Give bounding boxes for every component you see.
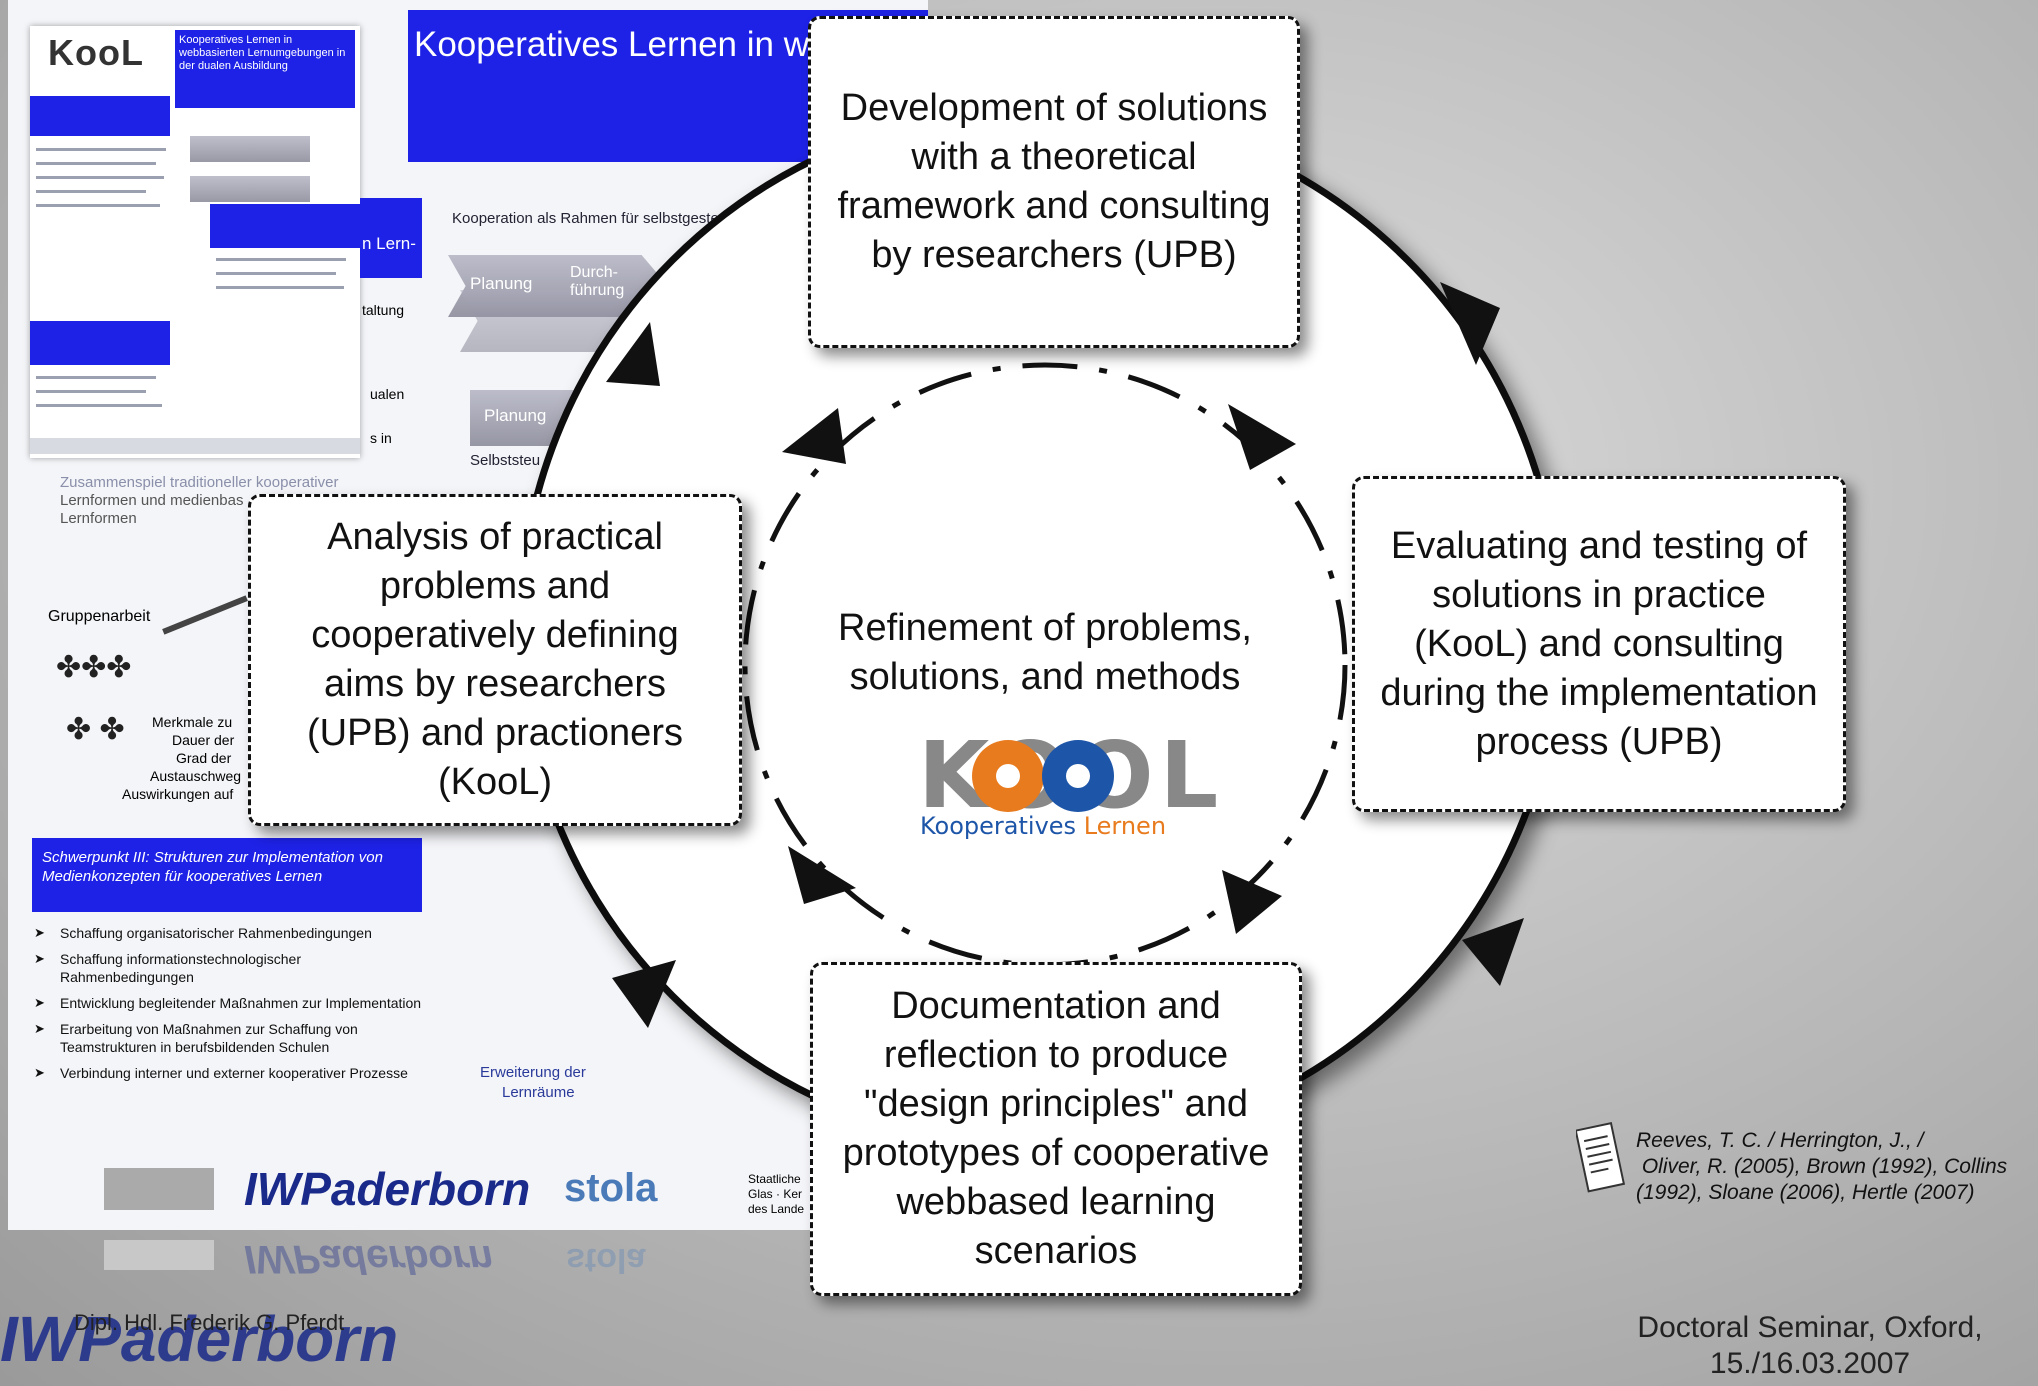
thumbnail-text-line	[36, 204, 160, 207]
inner-arrowhead-top-right	[1228, 404, 1296, 470]
thumbnail-blue-bar	[30, 321, 170, 365]
poster-thumbnail: KooL Kooperatives Lernen in webbasierten…	[30, 26, 360, 458]
chevron-label-durchfuehrung: Durch- führung	[570, 264, 625, 299]
presenter-name: Dipl. Hdl. Frederik G. Pferdt	[74, 1310, 345, 1335]
box-top-development: Development of solutions with a theoreti…	[808, 16, 1300, 348]
outer-arrowhead-bottom-left	[612, 960, 676, 1028]
stola-logo: stola	[564, 1166, 658, 1210]
list-item: Schaffung informationstechnologischer Ra…	[34, 950, 434, 986]
list-item: Schaffung organisatorischer Rahmenbeding…	[34, 924, 434, 942]
chevron-label-planung: Planung	[470, 274, 533, 293]
merkmale-text: Merkmale zu	[152, 714, 233, 730]
staat-text-3: des Lande	[748, 1202, 805, 1216]
staat-text-2: Glas · Ker	[748, 1187, 803, 1201]
thumbnail-header: Kooperatives Lernen in webbasierten Lern…	[175, 30, 355, 108]
list-item: Verbindung interner und externer koopera…	[34, 1064, 434, 1082]
erweiterung-text-2: Lernräume	[502, 1084, 575, 1101]
list-item: Erarbeitung von Maßnahmen zur Schaffung …	[34, 1020, 434, 1056]
thumbnail-text-line	[36, 404, 162, 407]
outer-arrowhead-bottom-right	[1462, 918, 1524, 986]
center-refinement-text: Refinement of problems, solutions, and m…	[838, 607, 1252, 698]
thumbnail-chevron	[190, 136, 310, 162]
lernformen-text-2: Lernformen	[60, 510, 137, 527]
people-icon: ✤ ✤	[66, 713, 125, 746]
kool-sub-kooperatives: Kooperatives	[920, 812, 1077, 840]
box-right-evaluating: Evaluating and testing of solutions in p…	[1352, 476, 1846, 812]
thumbnail-chevron	[190, 176, 310, 202]
thumbnail-text-line	[216, 272, 336, 275]
austausch-text: Austauschweg	[150, 768, 242, 784]
fragment-lern: n Lern-	[362, 234, 416, 253]
list-item: Entwicklung begleitender Maßnahmen zur I…	[34, 994, 434, 1012]
iwp-paderborn-logo: IWPaderborn	[244, 1163, 531, 1215]
blue-bar-fragment	[360, 198, 422, 278]
selbststeuerung-fragment: Selbststeu	[470, 452, 541, 469]
thumbnail-text-line	[36, 148, 166, 151]
inner-arrowhead-bottom-left	[788, 846, 856, 904]
thumbnail-text-line	[216, 286, 344, 289]
blue-flower-center	[1066, 764, 1090, 788]
box-left-analysis: Analysis of practical problems and coope…	[248, 494, 742, 826]
fragment-gestaltung: taltung	[362, 302, 405, 318]
chevron-label-planung-lower: Planung	[484, 406, 547, 425]
outer-arrowhead-top-left	[606, 322, 660, 386]
thumbnail-blue-bar	[210, 204, 360, 248]
zusammenspiel-text: Zusammenspiel traditioneller kooperative…	[60, 474, 339, 491]
thumbnail-logo: KooL	[48, 32, 144, 73]
orange-flower-center	[996, 764, 1020, 788]
kool-sub-lernen: Lernen	[1083, 812, 1167, 840]
inner-arrowhead-bottom-right	[1222, 870, 1282, 934]
reference-line: Reeves, T. C. / Herrington, J., /	[1636, 1129, 1924, 1152]
thumbnail-text-line	[36, 190, 146, 193]
gruppenarbeit-label: Gruppenarbeit	[48, 608, 151, 625]
thumbnail-footer-logos	[30, 438, 360, 454]
kool-logo: KOOL Kooperatives Lernen	[918, 730, 1218, 841]
outer-arrowhead-top-right	[1440, 282, 1500, 365]
reference-line: Oliver, R. (2005), Brown (1992), Collins	[1636, 1155, 2008, 1178]
lernformen-text-1: Lernformen und medienbas	[60, 492, 244, 509]
references-text: Reeves, T. C. / Herrington, J., / Oliver…	[1636, 1128, 2007, 1206]
fragment-dualen: ualen	[370, 386, 405, 402]
thumbnail-text-line	[36, 376, 156, 379]
iwp-corner-logo: IWPaderborn	[0, 1303, 399, 1375]
seminar-line-2: 15./16.03.2007	[1709, 1347, 1911, 1380]
schwerpunkt-3-box: Schwerpunkt III: Strukturen zur Implemen…	[32, 838, 422, 912]
erweiterung-text-1: Erweiterung der	[480, 1064, 586, 1081]
thumbnail-text-line	[36, 176, 164, 179]
seminar-info: Doctoral Seminar, Oxford, 15./16.03.2007	[1590, 1310, 2030, 1382]
ministry-logo-reflection	[104, 1240, 214, 1270]
seminar-line-1: Doctoral Seminar, Oxford,	[1637, 1311, 1983, 1344]
staat-text-1: Staatliche	[748, 1172, 801, 1186]
inner-arrowhead-top-left	[782, 408, 846, 464]
people-icon: ✤✤✤	[56, 651, 132, 684]
grad-text: Grad der	[176, 750, 232, 766]
reference-line: (1992), Sloane (2006), Hertle (2007)	[1636, 1181, 1975, 1204]
thumbnail-blue-bar	[30, 96, 170, 136]
thumbnail-text-line	[36, 390, 146, 393]
fragment-in: s in	[370, 430, 392, 446]
auswirkungen-text: Auswirkungen auf	[122, 786, 234, 802]
box-bottom-documentation: Documentation and reflection to produce …	[810, 962, 1302, 1296]
kool-logo-subtitle: Kooperatives Lernen	[920, 812, 1166, 840]
kool-logo-emblems	[972, 740, 1114, 812]
thumbnail-text-line	[216, 258, 346, 261]
ministry-logo-block	[104, 1168, 214, 1210]
document-icon	[1576, 1121, 1626, 1193]
thumbnail-text-line	[36, 162, 156, 165]
dauer-text: Dauer der	[172, 732, 235, 748]
schwerpunkt-3-list: Schaffung organisatorischer Rahmenbeding…	[34, 924, 434, 1090]
